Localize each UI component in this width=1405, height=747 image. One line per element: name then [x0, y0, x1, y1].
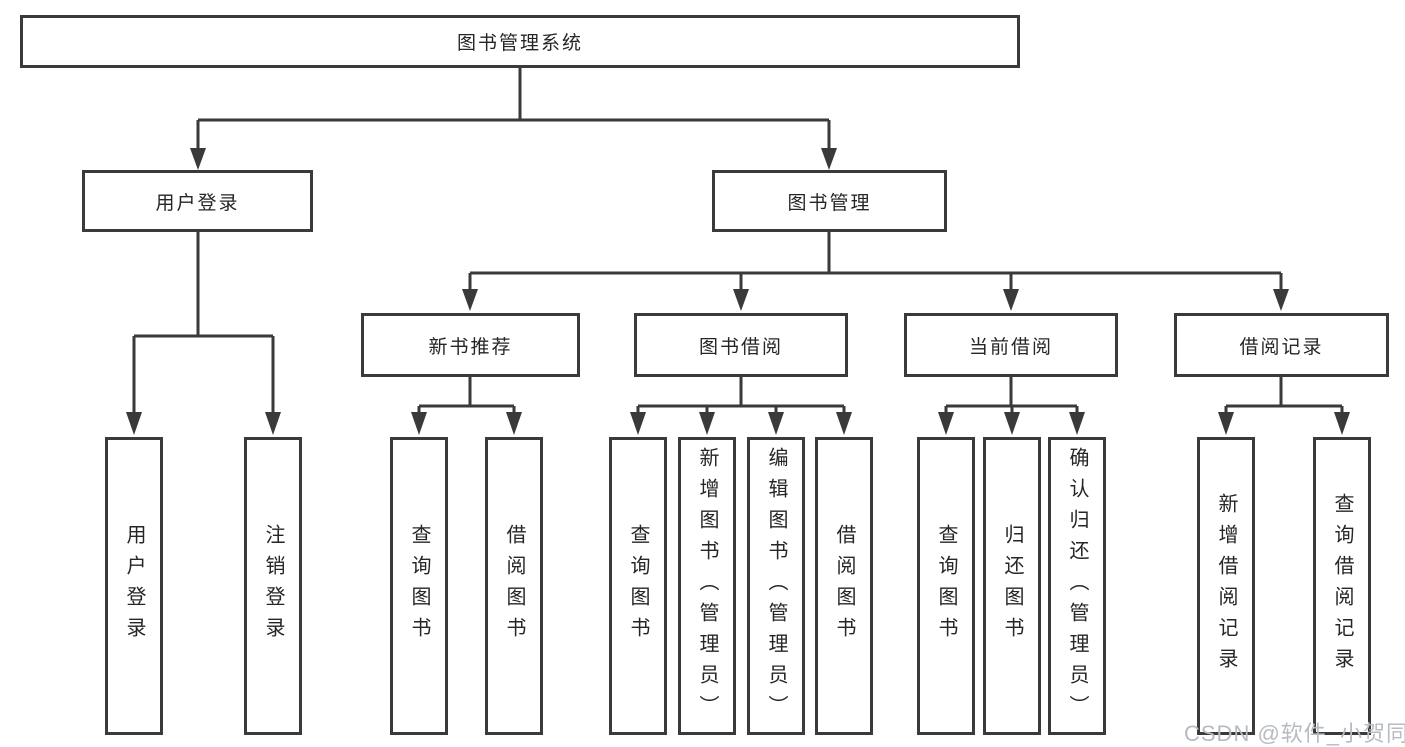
- leaf-user-login: 用户登录: [105, 437, 163, 735]
- leaf-logout: 注销登录: [244, 437, 302, 735]
- leaf-borrow-books: 借阅图书: [815, 437, 873, 735]
- leaf-borrow-books-recommend: 借阅图书: [485, 437, 543, 735]
- node-borrow-records: 借阅记录: [1174, 313, 1389, 377]
- leaf-query-books-borrow: 查询图书: [609, 437, 667, 735]
- leaf-add-borrow-record: 新增借阅记录: [1197, 437, 1255, 735]
- leaf-add-books-admin: 新增图书（管理员）: [678, 437, 736, 735]
- node-library-management-system: 图书管理系统: [20, 15, 1020, 68]
- leaf-return-books: 归还图书: [983, 437, 1041, 735]
- node-user-login: 用户登录: [82, 170, 313, 232]
- leaf-query-books-current: 查询图书: [917, 437, 975, 735]
- node-book-borrow: 图书借阅: [634, 313, 848, 377]
- node-new-book-recommend: 新书推荐: [361, 313, 580, 377]
- leaf-edit-books-admin: 编辑图书（管理员）: [747, 437, 805, 735]
- leaf-query-borrow-record: 查询借阅记录: [1313, 437, 1371, 735]
- watermark: CSDN @软件_小贺同学: [1184, 721, 1405, 746]
- leaf-query-books-recommend: 查询图书: [390, 437, 448, 735]
- node-current-borrow: 当前借阅: [904, 313, 1118, 377]
- leaf-confirm-return-admin: 确认归还（管理员）: [1048, 437, 1106, 735]
- node-book-management: 图书管理: [712, 170, 947, 232]
